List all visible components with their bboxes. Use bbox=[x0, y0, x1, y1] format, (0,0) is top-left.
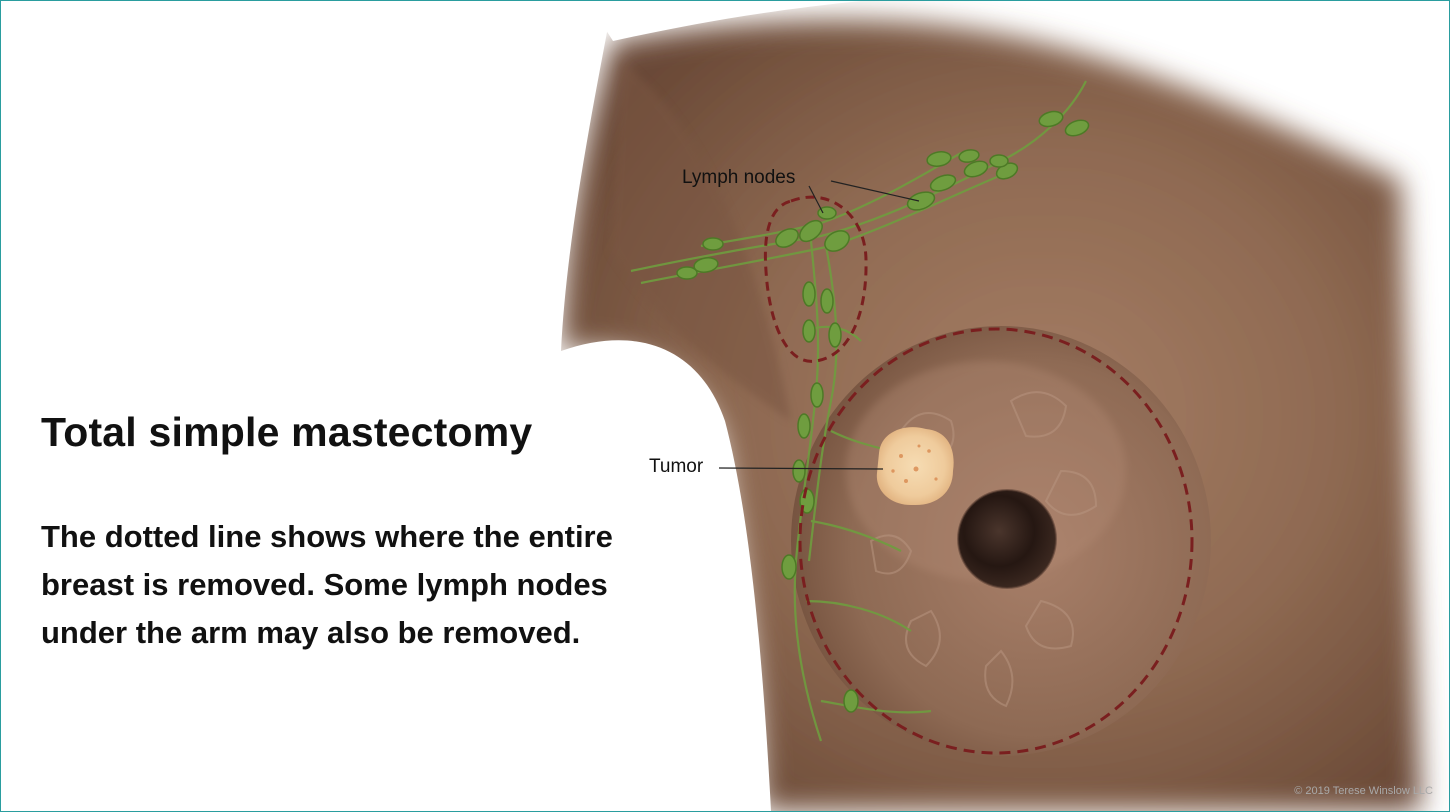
tumor bbox=[877, 427, 954, 505]
tumor-label: Tumor bbox=[649, 456, 703, 478]
lymph-nodes-label: Lymph nodes bbox=[682, 167, 795, 189]
copyright-credit: © 2019 Terese Winslow LLC bbox=[1294, 785, 1433, 797]
page-title: Total simple mastectomy bbox=[41, 409, 532, 456]
description-text: The dotted line shows where the entire b… bbox=[41, 513, 641, 657]
